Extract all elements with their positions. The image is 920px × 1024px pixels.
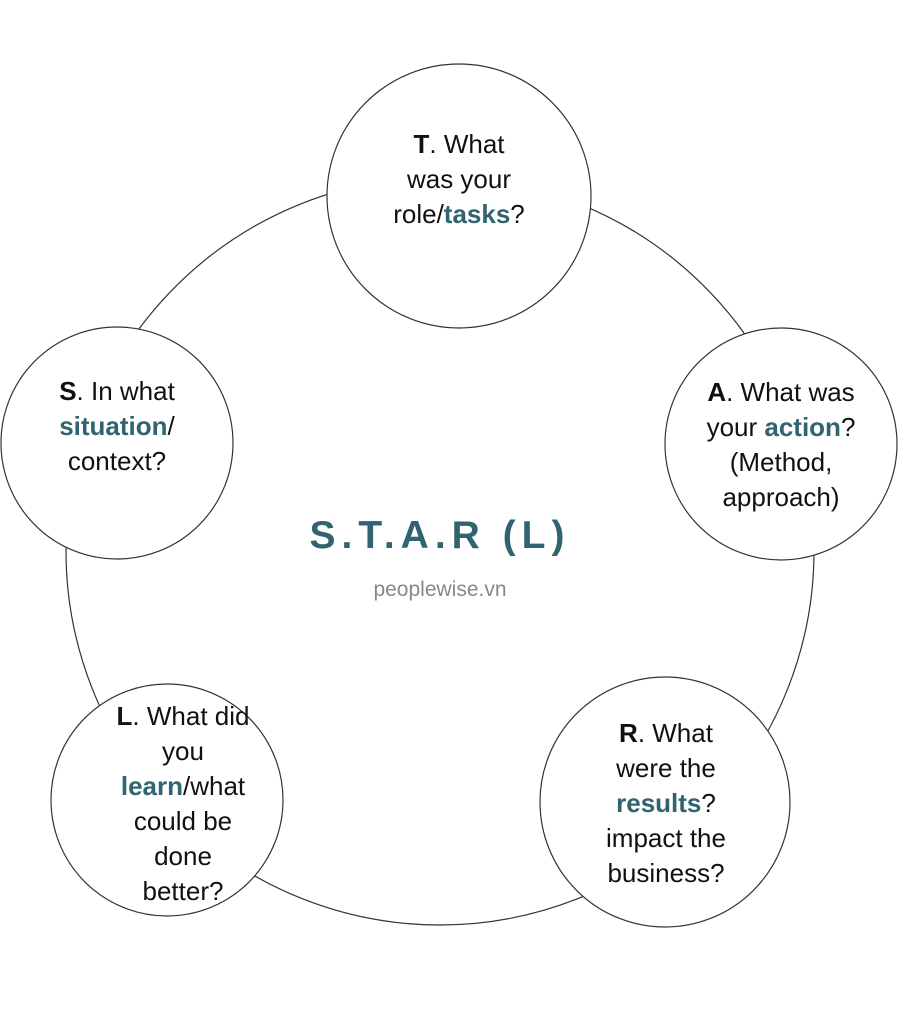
step-question-text: . What was your (706, 377, 855, 442)
node-text-r: R. What were the results? impact the bus… (546, 716, 786, 891)
step-question-text: . What was your role/ (393, 129, 512, 229)
step-question-text: . What did you (132, 701, 250, 766)
step-question-text: / context? (67, 411, 175, 476)
step-question-text: . In what (76, 376, 175, 406)
step-letter: R (619, 718, 638, 748)
node-circle-t (326, 63, 592, 329)
node-circle-l (50, 683, 284, 917)
node-circle-s (0, 326, 234, 560)
diagram-title: S.T.A.R (L) (309, 514, 571, 557)
node-circle-a (664, 327, 898, 561)
step-letter: T (413, 129, 430, 159)
step-letter: S (59, 376, 77, 406)
step-keyword: action (764, 412, 841, 442)
step-keyword: situation (59, 411, 168, 441)
node-text-s: S. In what situation/ context? (0, 374, 237, 479)
step-keyword: learn (120, 771, 183, 801)
step-question-text: ? impact the business? (606, 788, 726, 888)
node-text-a: A. What was your action? (Method, approa… (661, 375, 901, 515)
node-circle-r (539, 676, 791, 928)
node-text-t: T. What was your role/tasks? (339, 127, 579, 232)
step-keyword: tasks (443, 199, 511, 229)
step-question-text: ? (Method, approach) (722, 412, 856, 512)
step-question-text: ? (510, 199, 525, 229)
step-question-text: . What were the (616, 718, 716, 783)
step-letter: L (116, 701, 133, 731)
step-question-text: /what could be done better? (133, 771, 246, 906)
node-text-l: L. What did you learn/what could be done… (63, 699, 303, 909)
step-keyword: results (616, 788, 702, 818)
source-label: peoplewise.vn (373, 578, 507, 601)
step-letter: A (707, 377, 727, 407)
